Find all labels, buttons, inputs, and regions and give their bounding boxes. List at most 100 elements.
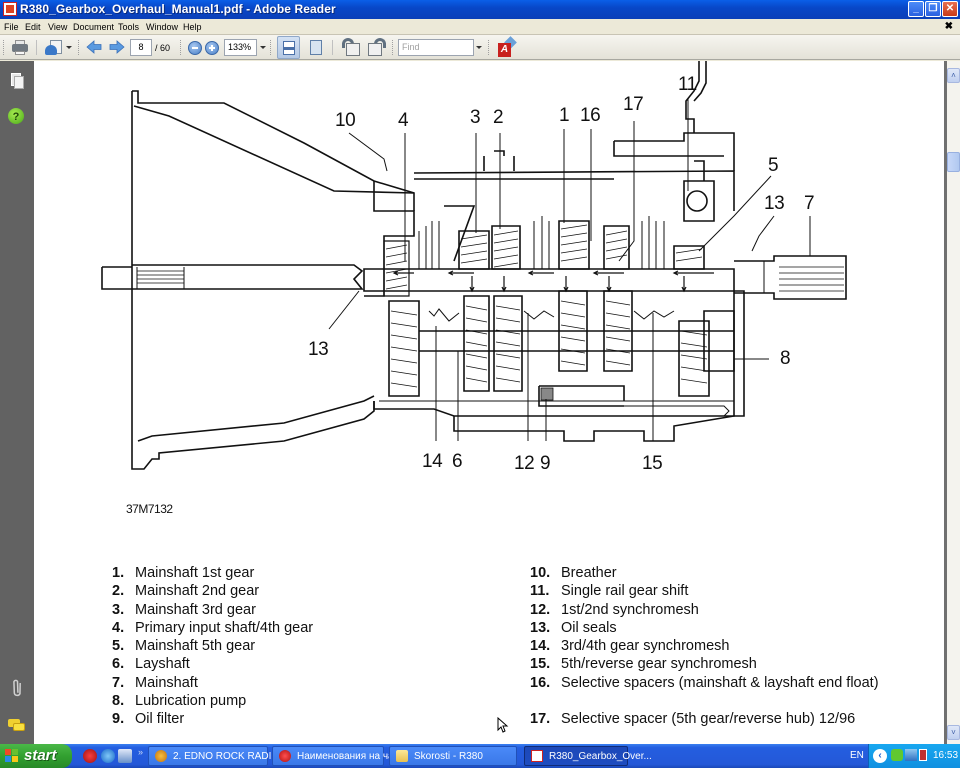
page-total: / 60 [155,43,171,53]
callout-1: 1 [559,105,570,126]
toolbar-grip[interactable] [488,40,490,55]
callout-10: 10 [335,110,356,131]
callout-15: 15 [642,453,663,474]
fit-page-width-button[interactable] [277,36,300,59]
input-shaft [101,264,364,290]
leader-13b [328,290,360,330]
toolbar-grip[interactable] [78,40,80,55]
windows-logo-icon [5,749,19,763]
taskbar-item-opera[interactable]: Наименования на ча... [272,746,402,766]
callout-5: 5 [768,155,779,176]
zoom-dropdown-icon[interactable] [260,46,266,49]
pdf-icon [531,750,543,762]
callout-6: 6 [452,451,463,472]
layshaft [419,330,734,352]
figure-reference: 37M7132 [126,502,173,516]
clock: 16:53 [933,750,959,761]
layshaft-gear-b [463,295,490,392]
find-dropdown-icon[interactable] [476,46,482,49]
callout-12: 12 [514,453,535,474]
toolbar-grip[interactable] [270,40,272,55]
menu-window[interactable]: Window [146,22,179,32]
language-indicator[interactable]: EN [850,750,864,761]
zoom-out-icon [192,47,198,49]
toolbar: 8 / 60 133% Find A [0,35,960,60]
callout-17: 17 [623,94,644,115]
taskbar-item-winamp[interactable]: 2. EDNO ROCK RADI... [148,746,280,766]
security-shield-icon[interactable] [891,749,903,761]
zoom-in-button[interactable] [205,41,219,55]
lower-case [373,291,735,417]
fit-page-icon [283,41,295,55]
opera-icon[interactable] [83,749,97,763]
taskbar-item-folder[interactable]: Skorosti - R380 [389,746,517,766]
leader-10 [348,132,388,172]
show-hidden-icons-button[interactable]: ‹ [873,749,887,763]
menu-bar: File Edit View Document Tools Window Hel… [0,19,960,35]
collaborate-button[interactable] [44,38,72,57]
adobe-online-button[interactable]: A [496,36,518,57]
menu-document[interactable]: Document [73,22,115,32]
network-icon[interactable] [905,749,917,761]
print-button[interactable] [10,38,30,57]
device-icon[interactable] [919,749,927,761]
main-case [364,181,415,297]
close-document-icon[interactable]: ✖ [944,21,953,32]
taskbar-item-adobe-reader[interactable]: R380_Gearbox_Over... [524,746,652,766]
toolbar-grip[interactable] [3,40,5,55]
menu-edit[interactable]: Edit [25,22,41,32]
toolbar-grip[interactable] [180,40,182,55]
comments-icon[interactable] [8,717,26,735]
callout-13-right: 13 [764,193,785,214]
minimize-button[interactable]: _ [908,1,924,17]
layshaft-gear-f [678,320,710,397]
scroll-thumb[interactable] [947,152,960,172]
attachments-icon[interactable] [4,674,29,699]
menu-help[interactable]: Help [183,22,202,32]
system-tray: ‹ 16:53 [868,744,960,768]
page-number-input[interactable]: 8 [130,39,152,56]
layshaft-gear-c [493,295,523,392]
quick-launch-chevron-icon[interactable]: » [138,747,144,757]
start-button[interactable]: start [0,744,72,768]
callout-13-left: 13 [308,339,329,360]
next-page-button[interactable] [108,38,126,57]
previous-page-button[interactable] [85,38,103,57]
layshaft-gear-d [558,290,588,372]
toolbar-separator [36,40,37,55]
gear-1 [558,220,590,270]
leader-5 [698,175,772,252]
zoom-out-button[interactable] [188,41,202,55]
toolbar-grip[interactable] [392,40,394,55]
adobe-reader-app-icon[interactable] [3,2,17,16]
document-page[interactable]: 10 4 3 2 1 16 17 11 5 13 7 13 8 14 6 12 … [34,61,944,744]
help-icon[interactable]: ? [8,108,24,124]
callout-14: 14 [422,451,443,472]
close-button[interactable]: ✕ [942,1,958,17]
mouse-pointer-icon [497,717,509,733]
rotate-counterclockwise-button[interactable] [340,38,362,57]
layshaft-gear-a [388,300,420,397]
scroll-up-button[interactable]: ˄ [947,68,960,83]
menu-file[interactable]: File [4,22,19,32]
callout-7: 7 [804,193,815,214]
bell-housing [131,91,375,470]
fit-window-button[interactable] [306,38,326,57]
callout-8: 8 [780,348,791,369]
toolbar-separator [332,40,333,55]
vertical-scrollbar[interactable]: ˄ ˅ [944,61,960,744]
maximize-button[interactable]: ❐ [925,1,941,17]
pages-icon[interactable] [8,71,26,89]
internet-explorer-icon[interactable] [101,749,115,763]
title-bar: R380_Gearbox_Overhaul_Manual1.pdf - Adob… [0,0,960,19]
menu-tools[interactable]: Tools [118,22,140,32]
leader-13a [751,215,775,252]
menu-view[interactable]: View [48,22,68,32]
media-icon[interactable] [118,749,132,763]
find-input[interactable]: Find [398,39,474,56]
scroll-down-button[interactable]: ˅ [947,725,960,740]
rotate-clockwise-button[interactable] [366,38,388,57]
zoom-level-input[interactable]: 133% [224,39,257,56]
folder-icon [396,750,408,762]
winamp-icon [155,750,167,762]
